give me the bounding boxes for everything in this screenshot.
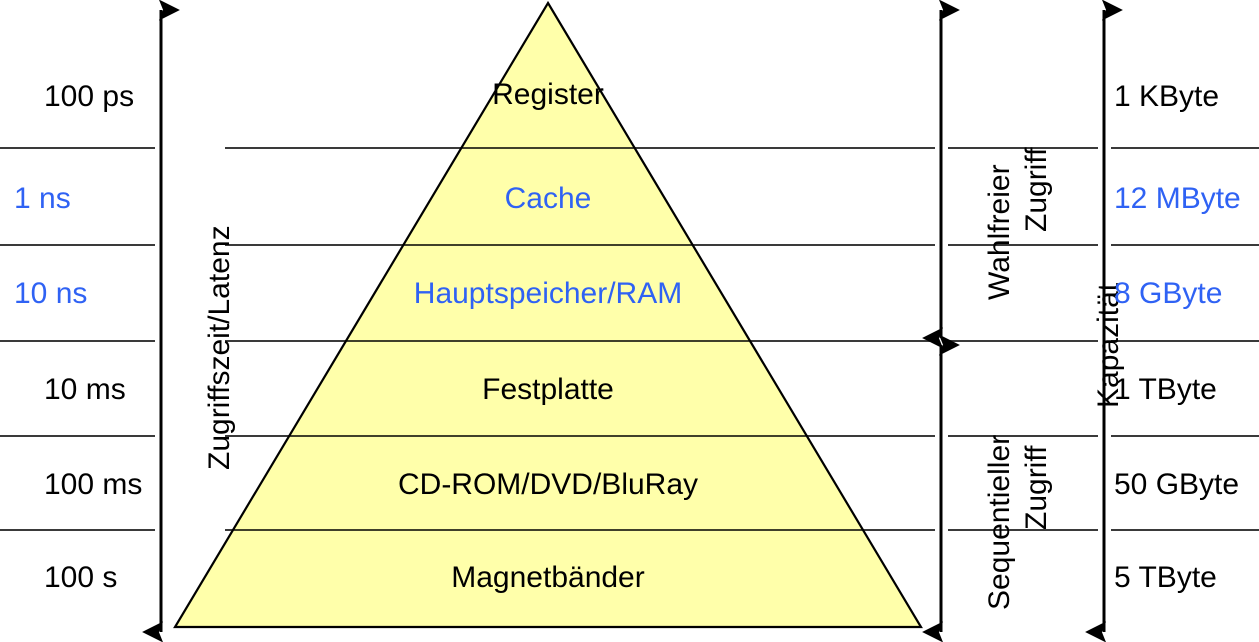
- sequential-access-label-line2: Zugriff: [1020, 445, 1053, 530]
- latency-value-1: 100 ps: [44, 80, 135, 113]
- latency-axis-label-text: Zugriffszeit/Latenz: [203, 225, 236, 470]
- latency-value-3: 10 ns: [14, 277, 88, 310]
- pyramid-shape: [173, 0, 923, 629]
- capacity-value-6: 5 TByte: [1114, 561, 1217, 594]
- pyramid-level-register: Register: [492, 78, 604, 111]
- random-access-label-line2-text: Zugriff: [1020, 147, 1053, 232]
- capacity-value-5: 50 GByte: [1114, 468, 1240, 501]
- pyramid-level-cache: Cache: [504, 182, 592, 215]
- capacity-value-2: 12 MByte: [1114, 182, 1241, 215]
- capacity-value-3: 8 GByte: [1114, 277, 1223, 310]
- latency-value-6: 100 s: [44, 561, 118, 594]
- pyramid-level-harddisk: Festplatte: [482, 373, 614, 406]
- capacity-value-1: 1 KByte: [1114, 80, 1220, 113]
- pyramid-level-main-memory: Hauptspeicher/RAM: [413, 277, 683, 310]
- capacity-value-4: 1 TByte: [1114, 373, 1217, 406]
- pyramid-level-tape: Magnetbänder: [451, 561, 645, 594]
- sequential-access-label-line1: Sequentieller: [983, 434, 1016, 610]
- random-access-label-line1: Wahlfreier: [983, 164, 1016, 300]
- latency-value-2: 1 ns: [14, 182, 71, 215]
- pyramid-level-separators: [233, 147, 863, 531]
- latency-axis-label: Zugriffszeit/Latenz: [203, 225, 236, 470]
- random-access-label-line2: Zugriff: [1020, 147, 1053, 232]
- sequential-access-label-line2-text: Zugriff: [1020, 445, 1053, 530]
- random-access-label-line1-text: Wahlfreier: [983, 164, 1016, 300]
- latency-value-5: 100 ms: [44, 468, 143, 501]
- sequential-access-label-line1-text: Sequentieller: [983, 434, 1016, 610]
- latency-value-4: 10 ms: [44, 373, 126, 406]
- pyramid-level-optical: CD-ROM/DVD/BluRay: [397, 468, 699, 501]
